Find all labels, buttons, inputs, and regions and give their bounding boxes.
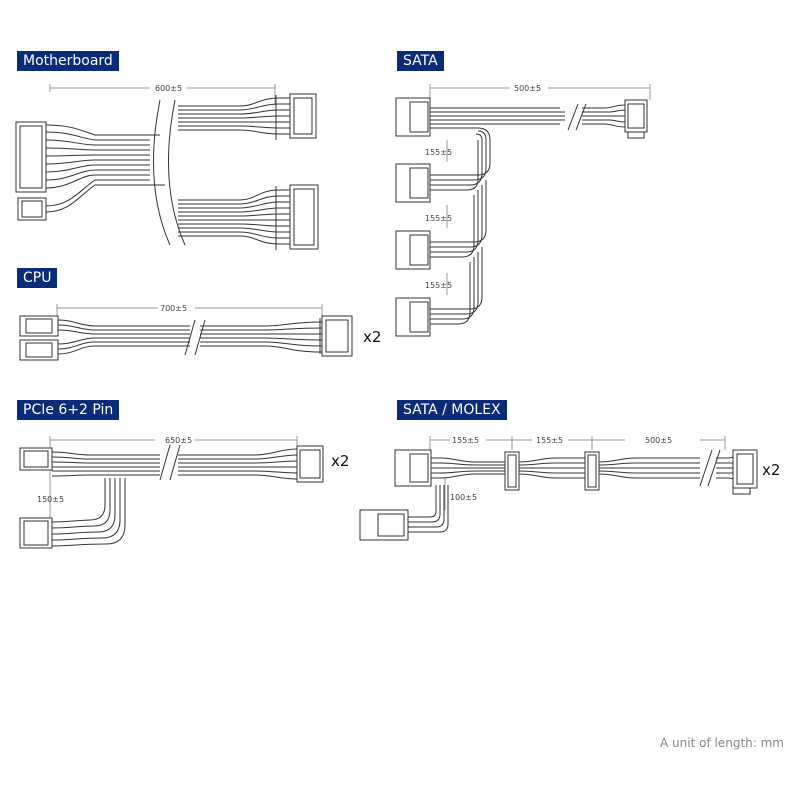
- motherboard-dimension: 600±5: [155, 84, 182, 93]
- sata-molex-dimension-1: 155±5: [452, 436, 479, 445]
- sata-molex-multiplier: x2: [762, 461, 781, 479]
- sata-gap-2: 155±5: [425, 214, 452, 223]
- pcie-multiplier: x2: [331, 452, 350, 470]
- pcie-dimension-branch: 150±5: [37, 495, 64, 504]
- sata-molex-dimension-molex: 100±5: [450, 493, 477, 502]
- unit-note: A unit of length: mm: [660, 736, 784, 750]
- motherboard-cable: [15, 84, 319, 250]
- sata-molex-dimension-3: 500±5: [645, 436, 672, 445]
- sata-molex-dimension-2: 155±5: [536, 436, 563, 445]
- sata-molex-title: SATA / MOLEX: [397, 400, 507, 420]
- pcie-dimension-main: 650±5: [165, 436, 192, 445]
- sata-cable: [395, 84, 651, 337]
- sata-title: SATA: [397, 51, 444, 71]
- sata-gap-3: 155±5: [425, 281, 452, 290]
- cpu-dimension: 700±5: [160, 304, 187, 313]
- sata-molex-cable: [359, 436, 758, 541]
- motherboard-title: Motherboard: [17, 51, 119, 71]
- sata-gap-1: 155±5: [425, 148, 452, 157]
- pcie-cable: [19, 436, 324, 549]
- pcie-title: PCIe 6+2 Pin: [17, 400, 120, 420]
- sata-dimension-main: 500±5: [514, 84, 541, 93]
- cpu-title: CPU: [17, 268, 58, 288]
- cpu-cable: [19, 304, 353, 361]
- cpu-multiplier: x2: [363, 328, 382, 346]
